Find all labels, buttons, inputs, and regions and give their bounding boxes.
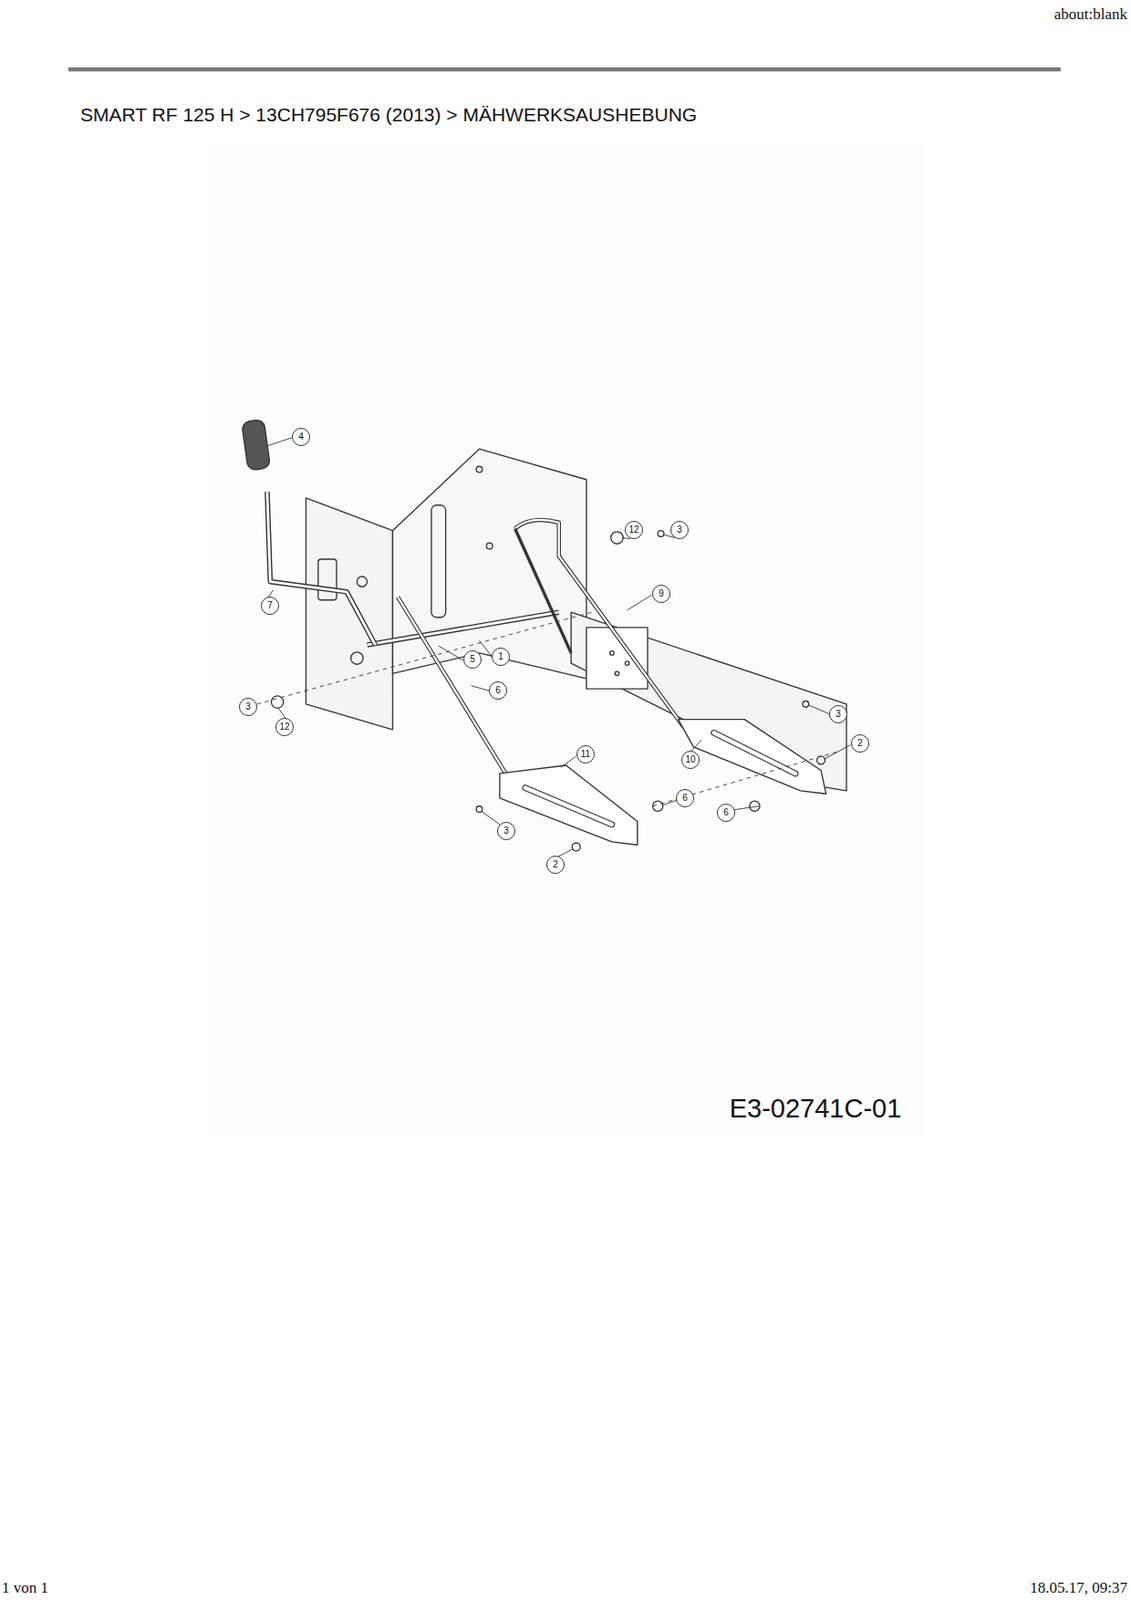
callout-number: 10 [681,750,700,769]
callout-number: 1 [491,647,510,666]
callout-number: 2 [546,855,565,874]
callout-number: 5 [463,650,482,669]
callout-number: 2 [850,734,870,753]
callout-number: 12 [275,717,294,737]
leader-lines [250,437,851,861]
callout-number: 12 [624,520,644,540]
callout-number: 6 [716,803,736,822]
callout-number: 6 [488,681,508,700]
callout-number: 11 [576,745,595,764]
callout-number: 6 [675,788,695,808]
callout-number: 7 [260,596,280,615]
callout-number: 3 [497,821,516,841]
frame-drawing [241,418,847,851]
page-title: SMART RF 125 H > 13CH795F676 (2013) > MÄ… [80,103,697,126]
header-rule [68,67,1061,72]
callout-number: 4 [291,427,311,447]
callout-number: 9 [652,584,671,603]
browser-header: about:blank [1054,5,1128,24]
drawing-ground [208,143,924,1139]
callout-number: 3 [829,705,848,724]
page-count: 1 von 1 [1,1578,49,1598]
callout-number: 3 [670,520,689,540]
print-timestamp: 18.05.17, 09:37 [1029,1578,1128,1598]
drawing-number: E3-02741C-01 [729,1093,903,1124]
callout-number: 3 [238,697,258,716]
